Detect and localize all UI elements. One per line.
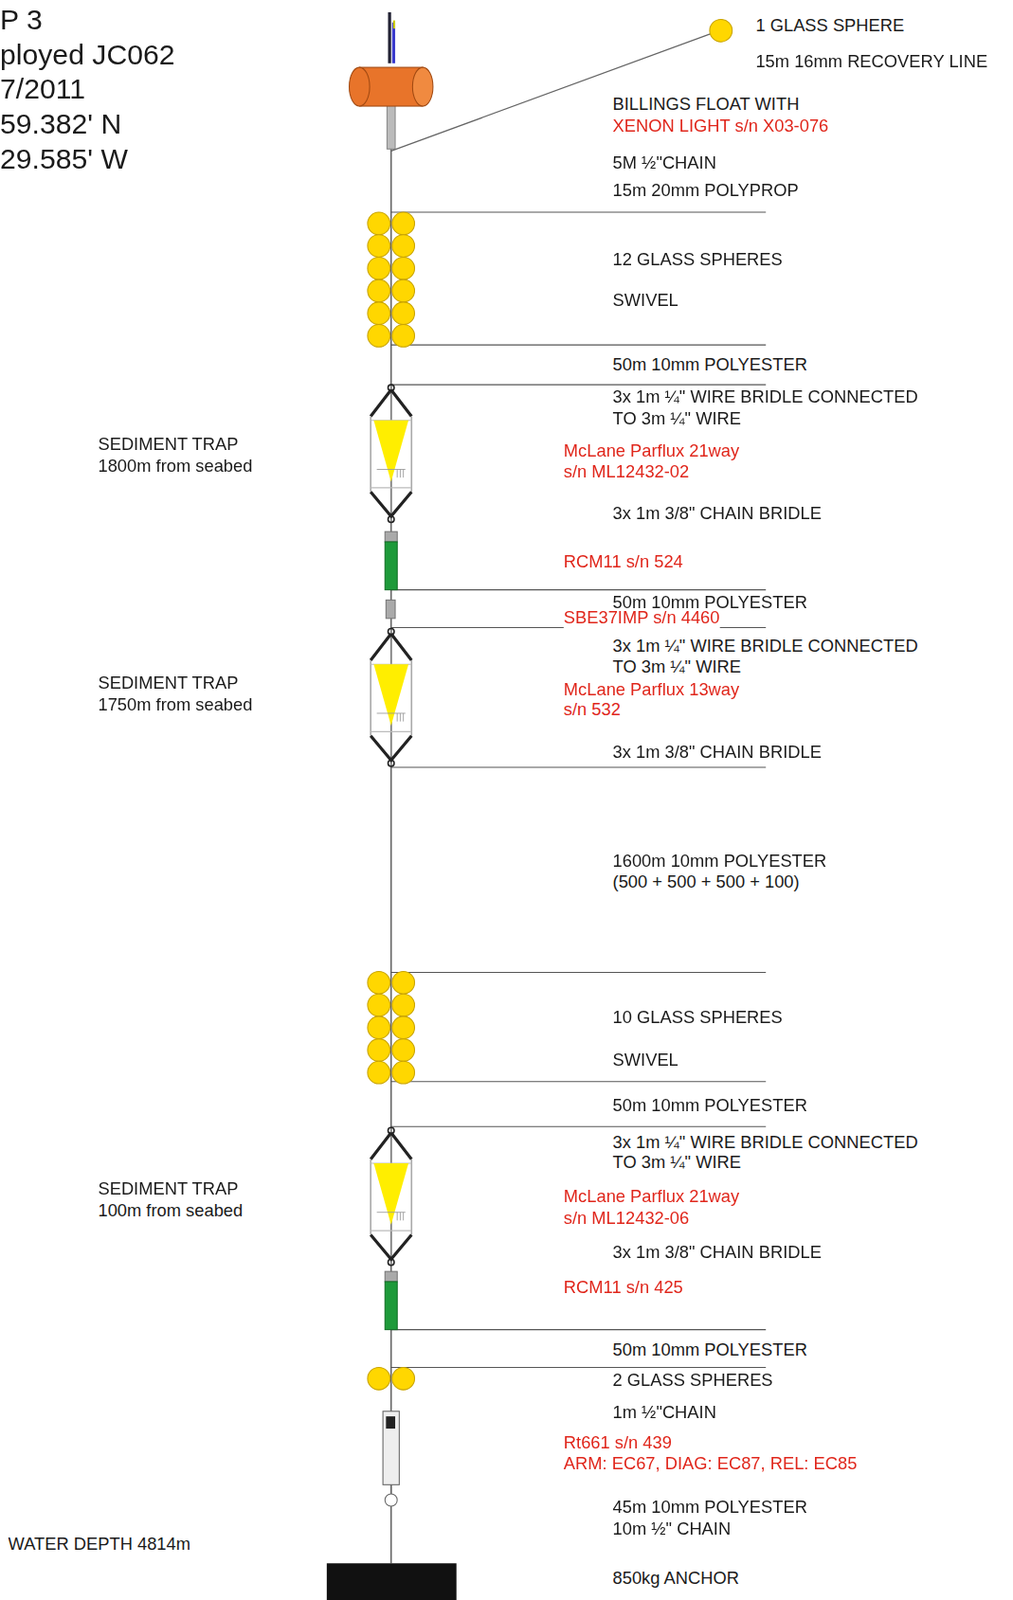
instrument-label: McLane Parflux 21way xyxy=(563,440,740,462)
component-label: 3x 1m ¼" WIRE BRIDLE CONNECTED xyxy=(613,1133,919,1155)
component-label: 1750m from seabed xyxy=(97,695,253,717)
instrument-label: s/n ML12432-06 xyxy=(563,1208,689,1230)
instrument-label: s/n ML12432-02 xyxy=(563,462,689,484)
component-label: 100m from seabed xyxy=(97,1201,243,1223)
component-label: 3x 1m ¼" WIRE BRIDLE CONNECTED xyxy=(613,636,919,658)
component-label: 1m ½"CHAIN xyxy=(613,1403,717,1425)
component-label: 50m 10mm POLYESTER xyxy=(613,1339,808,1361)
component-label: 1 GLASS SPHERE xyxy=(755,16,905,37)
instrument-label: McLane Parflux 13way xyxy=(563,679,740,701)
instrument-label: SBE37IMP s/n 4460 xyxy=(563,608,721,630)
component-label: 850kg ANCHOR xyxy=(613,1569,740,1591)
component-label: 10m ½" CHAIN xyxy=(613,1519,732,1541)
component-label: 3x 1m ¼" WIRE BRIDLE CONNECTED xyxy=(613,387,919,409)
component-label: SWIVEL xyxy=(613,290,679,312)
component-label: 15m 20mm POLYPROP xyxy=(613,180,799,202)
component-label: 1600m 10mm POLYESTER xyxy=(613,850,828,872)
component-label: 45m 10mm POLYESTER xyxy=(613,1498,808,1520)
component-label: 15m 16mm RECOVERY LINE xyxy=(755,52,988,73)
header-label: 59.382' N xyxy=(0,108,122,141)
header-label: P 3 xyxy=(0,3,43,37)
header-label: 29.585' W xyxy=(0,143,128,176)
component-label: WATER DEPTH 4814m xyxy=(8,1535,191,1556)
component-label: 10 GLASS SPHERES xyxy=(613,1008,783,1030)
component-label: TO 3m ¼" WIRE xyxy=(613,657,742,679)
component-label: SEDIMENT TRAP xyxy=(97,673,238,695)
header-label: ployed JC062 xyxy=(0,38,176,72)
instrument-label: s/n 532 xyxy=(563,700,621,722)
component-label: (500 + 500 + 500 + 100) xyxy=(613,872,800,894)
component-label: SEDIMENT TRAP xyxy=(97,1179,238,1201)
instrument-label: ARM: EC67, DIAG: EC87, REL: EC85 xyxy=(563,1454,858,1476)
component-label: 3x 1m 3/8" CHAIN BRIDLE xyxy=(613,504,822,525)
component-label: 2 GLASS SPHERES xyxy=(613,1371,774,1393)
component-label: SEDIMENT TRAP xyxy=(97,434,238,456)
header-label: 7/2011 xyxy=(0,73,86,107)
component-label: 3x 1m 3/8" CHAIN BRIDLE xyxy=(613,1243,822,1265)
instrument-label: McLane Parflux 21way xyxy=(563,1187,740,1209)
component-label: 12 GLASS SPHERES xyxy=(613,250,783,272)
component-label: 5M ½"CHAIN xyxy=(613,153,717,175)
component-label: TO 3m ¼" WIRE xyxy=(613,1153,742,1175)
component-label: BILLINGS FLOAT WITH xyxy=(613,94,800,116)
component-label: TO 3m ¼" WIRE xyxy=(613,409,742,431)
component-label: 1800m from seabed xyxy=(97,456,253,478)
component-label: 3x 1m 3/8" CHAIN BRIDLE xyxy=(613,742,822,764)
component-label: 50m 10mm POLYESTER xyxy=(613,355,808,377)
component-label: 50m 10mm POLYESTER xyxy=(613,1096,808,1118)
instrument-label: XENON LIGHT s/n X03-076 xyxy=(613,116,830,138)
component-label: SWIVEL xyxy=(613,1049,679,1071)
instrument-label: Rt661 s/n 439 xyxy=(563,1432,672,1454)
instrument-label: RCM11 s/n 524 xyxy=(563,552,684,574)
instrument-label: RCM11 s/n 425 xyxy=(563,1278,684,1300)
